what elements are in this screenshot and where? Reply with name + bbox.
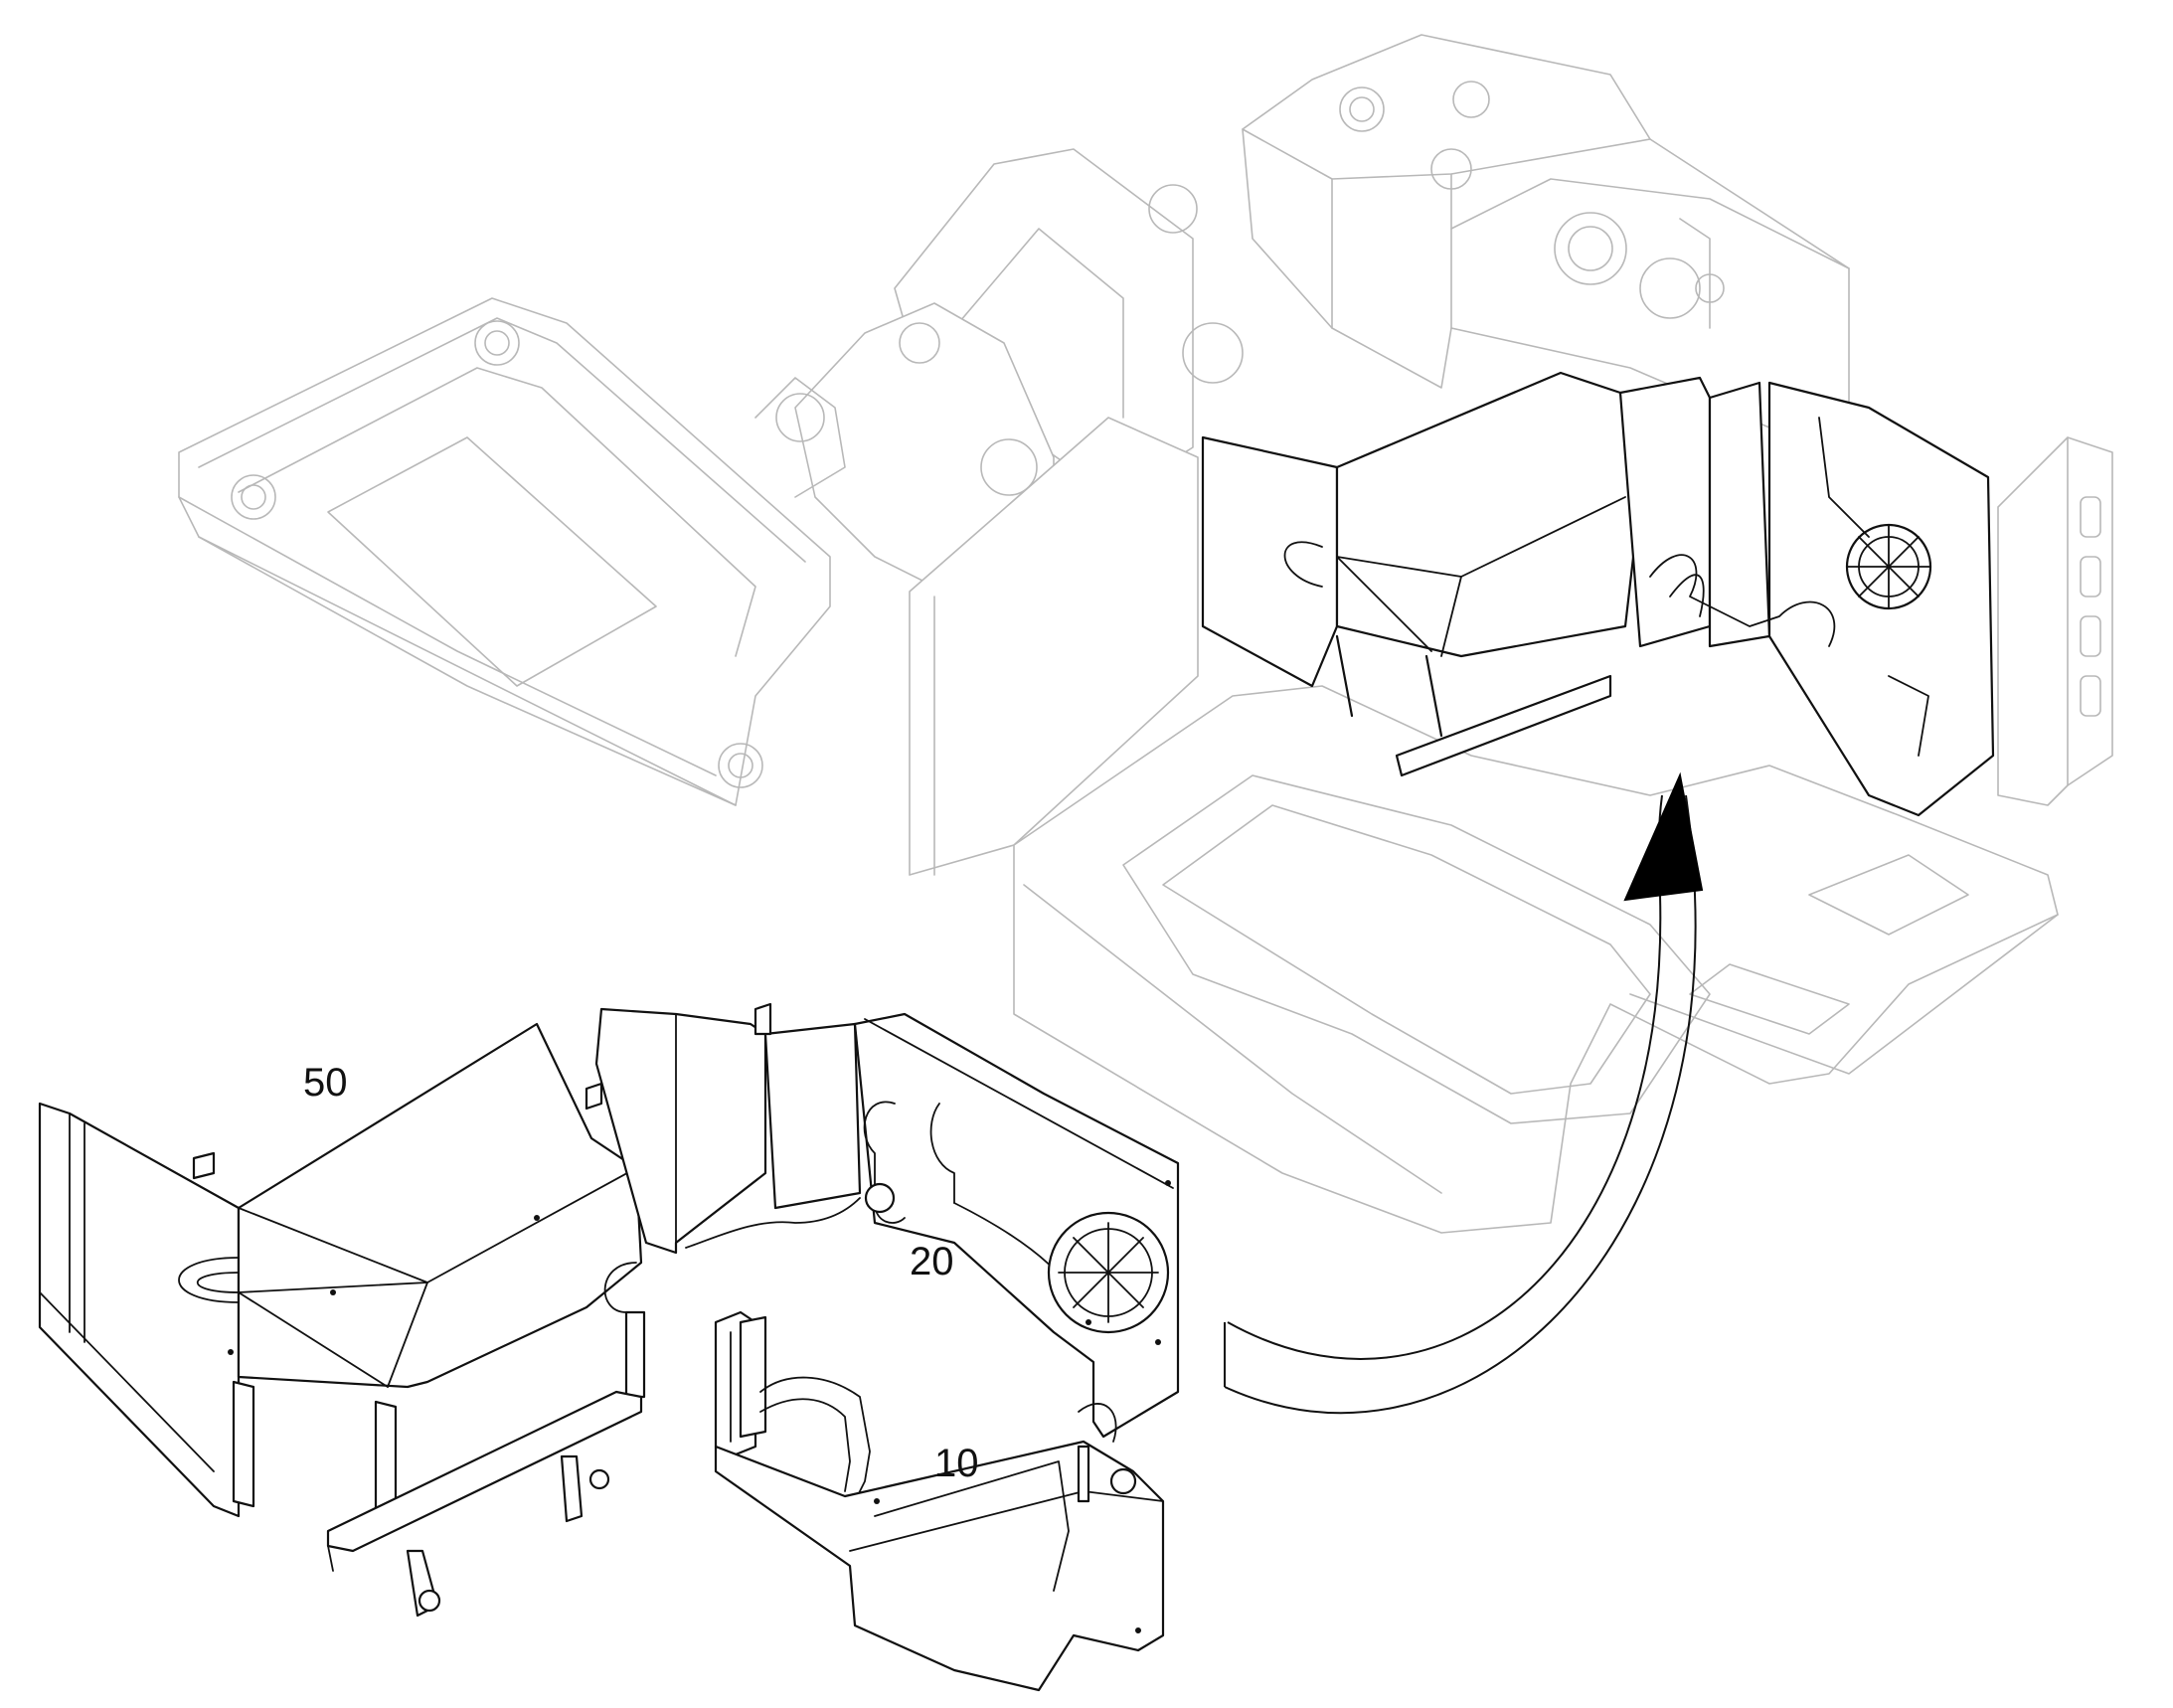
part-50-duct	[38, 1022, 654, 1618]
installed-duct-assembly	[1201, 371, 1995, 817]
callout-20: 20	[910, 1240, 954, 1283]
part-10-hose-tray	[714, 1310, 1165, 1692]
part-20-panel	[594, 1002, 1180, 1439]
arrow-head	[1623, 771, 1704, 902]
machine-frame-ghost	[178, 34, 2113, 1234]
callout-10: 10	[934, 1442, 979, 1485]
assembly-direction-arrow	[1224, 771, 1704, 1415]
callout-50: 50	[303, 1061, 348, 1105]
